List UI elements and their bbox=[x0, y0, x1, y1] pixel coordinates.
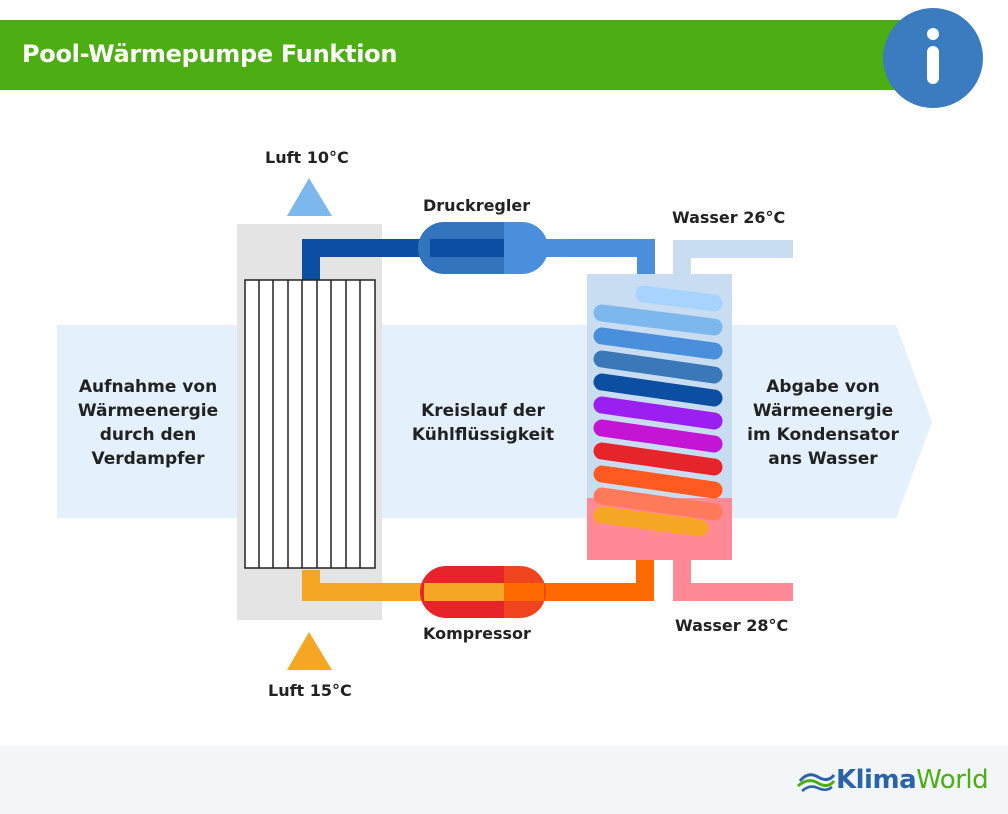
info-icon bbox=[927, 28, 939, 84]
air-in-label: Luft 15°C bbox=[268, 681, 352, 700]
compressor-label: Kompressor bbox=[423, 624, 531, 643]
brand-logo[interactable]: KlimaWorld bbox=[796, 763, 989, 797]
compressor bbox=[420, 566, 546, 618]
wave-logo-icon bbox=[796, 773, 836, 792]
heat-pump-diagram bbox=[57, 178, 932, 670]
air-out-arrow bbox=[287, 178, 332, 216]
water-out-label: Wasser 26°C bbox=[672, 208, 786, 227]
water-inlet-riser bbox=[673, 560, 691, 600]
brand-name: KlimaWorld bbox=[836, 765, 989, 795]
footer bbox=[0, 746, 1008, 814]
cycle-description: Kreislauf der Kühlflüssigkeit bbox=[411, 401, 555, 445]
evaporator-fins bbox=[244, 279, 376, 569]
air-in-arrow bbox=[287, 632, 332, 670]
page-title: Pool-Wärmepumpe Funktion bbox=[22, 40, 398, 68]
water-outlet-riser bbox=[673, 240, 691, 278]
evaporator-description: Aufnahme von Wärmeenergie durch den Verd… bbox=[77, 377, 219, 469]
condenser-description: Abgabe von Wärmeenergie im Kondensator a… bbox=[747, 377, 899, 469]
pressure-regulator bbox=[418, 222, 548, 274]
pressure-regulator-label: Druckregler bbox=[423, 196, 531, 215]
info-button[interactable] bbox=[883, 8, 983, 108]
air-out-label: Luft 10°C bbox=[265, 148, 349, 167]
water-in-label: Wasser 28°C bbox=[675, 616, 789, 635]
water-outlet-pipe bbox=[673, 240, 793, 258]
header-bar bbox=[0, 20, 930, 90]
condenser-coils bbox=[593, 285, 723, 537]
water-inlet-pipe bbox=[673, 583, 793, 601]
